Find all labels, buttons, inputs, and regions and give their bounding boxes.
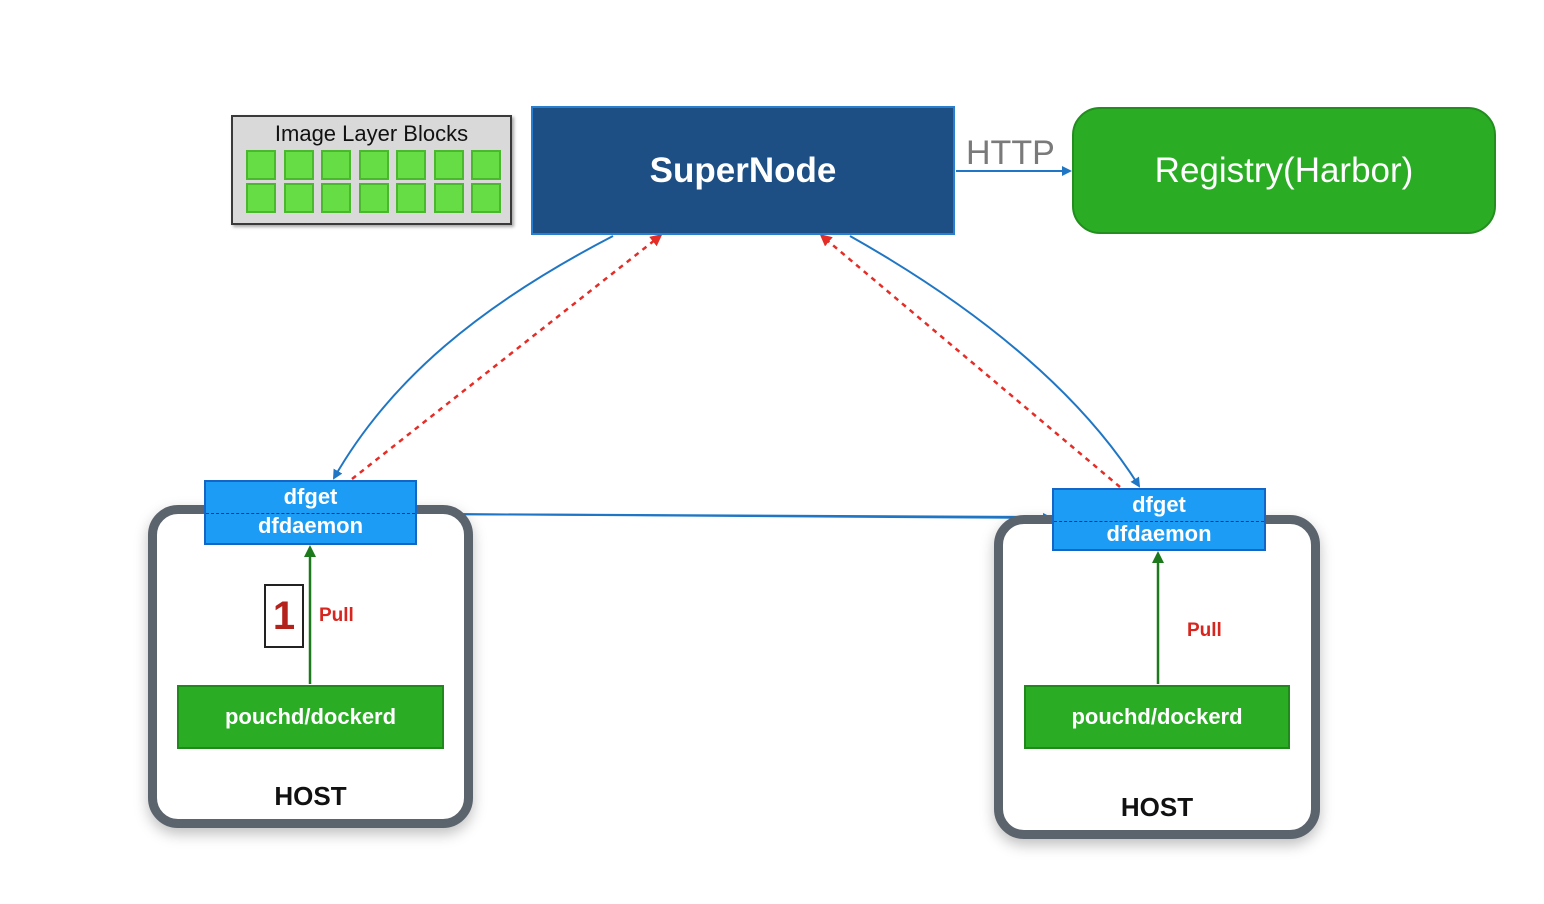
host-right-daemon-box: dfget dfdaemon <box>1052 488 1266 551</box>
layer-block <box>433 183 464 213</box>
layer-block <box>321 183 351 213</box>
layer-block <box>246 150 276 180</box>
supernode-to-left-daemon-arrow <box>333 235 614 480</box>
host-left-pull-label: Pull <box>319 605 354 626</box>
host-left-dfdaemon-label: dfdaemon <box>257 513 364 538</box>
host-left-container <box>148 505 473 828</box>
peer-to-right-arrow <box>439 512 1053 523</box>
host-right-container <box>994 515 1320 839</box>
right-daemon-to-supernode-arrow <box>819 234 1121 488</box>
layer-block <box>246 183 276 213</box>
layer-block <box>396 150 426 180</box>
host-right-runtime-box: pouchd/dockerd <box>1024 685 1290 749</box>
host-right-label: HOST <box>1120 792 1194 822</box>
registry-label: Registry(Harbor) <box>1154 150 1414 190</box>
layer-block <box>283 150 314 180</box>
http-label: HTTP <box>966 134 1055 172</box>
layer-block <box>433 150 464 180</box>
layer-block <box>358 183 389 213</box>
layer-block <box>396 183 426 213</box>
host-left-daemon-divider <box>206 513 415 514</box>
host-right-pull-label: Pull <box>1187 620 1222 641</box>
layer-block <box>471 183 501 213</box>
image-layer-blocks-panel: Image Layer Blocks <box>231 115 512 225</box>
step-number-badge: 1 <box>264 584 304 648</box>
host-left-daemon-box: dfget dfdaemon <box>204 480 417 545</box>
layer-block <box>321 150 351 180</box>
supernode-label: SuperNode <box>649 150 837 190</box>
host-right-daemon-divider <box>1054 521 1264 522</box>
registry-box: Registry(Harbor) <box>1072 107 1496 234</box>
supernode-box: SuperNode <box>531 106 955 235</box>
supernode-to-right-daemon-arrow <box>849 235 1141 488</box>
host-left-label: HOST <box>274 781 347 811</box>
image-layer-blocks-title: Image Layer Blocks <box>274 121 469 146</box>
layer-block <box>471 150 501 180</box>
left-daemon-to-supernode-arrow <box>351 234 663 480</box>
host-right-runtime-label: pouchd/dockerd <box>1071 704 1243 729</box>
host-left-runtime-box: pouchd/dockerd <box>177 685 444 749</box>
layer-block <box>358 150 389 180</box>
host-left-runtime-label: pouchd/dockerd <box>224 704 397 729</box>
host-left-dfget-label: dfget <box>283 484 338 509</box>
host-right-dfget-label: dfget <box>1132 492 1186 517</box>
host-right-dfdaemon-label: dfdaemon <box>1106 521 1212 546</box>
layer-block <box>283 183 314 213</box>
